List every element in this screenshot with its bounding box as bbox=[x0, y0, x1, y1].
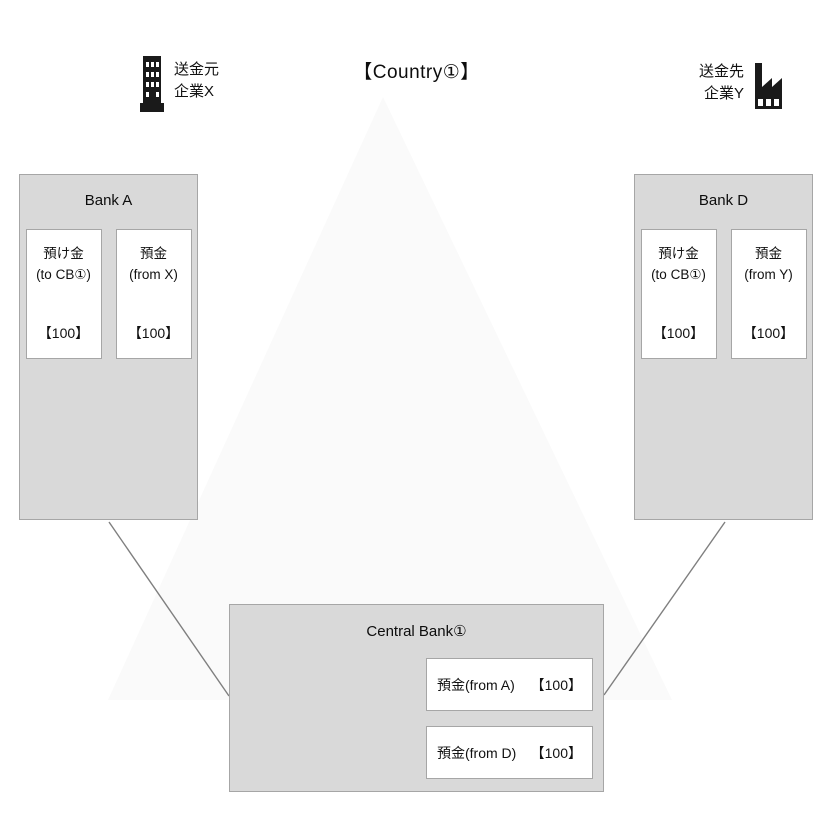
bank-d-cells: 預け金 (to CB①) 【100】 預金 (from Y) 【100】 bbox=[635, 229, 812, 359]
bank-d-cell-deposit-from-y: 預金 (from Y) 【100】 bbox=[730, 229, 807, 359]
central-bank-box: Central Bank① 預金(from A) 【100】 預金(from D… bbox=[229, 604, 604, 792]
sender-company-label: 送金元 企業X bbox=[174, 59, 219, 103]
central-bank-title: Central Bank① bbox=[366, 623, 467, 640]
cell-line1: 預け金 bbox=[43, 246, 84, 261]
cell-line2: (to CB①) bbox=[36, 267, 91, 282]
bank-a-cells: 預け金 (to CB①) 【100】 預金 (from X) 【100】 bbox=[20, 229, 197, 359]
central-bank-row-from-d: 預金(from D) 【100】 bbox=[426, 726, 593, 779]
bank-d-box: Bank D 預け金 (to CB①) 【100】 預金 (from Y) 【1… bbox=[634, 174, 813, 520]
cell-amount: 【100】 bbox=[127, 325, 180, 341]
sender-company: 送金元 企業X bbox=[138, 55, 219, 113]
country-label: 【Country①】 bbox=[353, 62, 480, 83]
cell-amount: 【100】 bbox=[652, 325, 705, 341]
central-bank-row-from-a: 預金(from A) 【100】 bbox=[426, 658, 593, 711]
cell-amount: 【100】 bbox=[742, 325, 795, 341]
bank-a-cell-deposit-to-cb: 預け金 (to CB①) 【100】 bbox=[25, 229, 102, 359]
cell-line2: (from Y) bbox=[744, 267, 793, 282]
bank-a-cell-deposit-from-x: 預金 (from X) 【100】 bbox=[115, 229, 192, 359]
cell-line1: 預け金 bbox=[658, 246, 699, 261]
receiver-company: 送金先 企業Y bbox=[699, 57, 786, 111]
sender-line2: 企業X bbox=[174, 83, 215, 100]
cell-line2: (to CB①) bbox=[651, 267, 706, 282]
cell-line1: 預金 bbox=[140, 246, 167, 261]
bank-a-box: Bank A 預け金 (to CB①) 【100】 預金 (from X) 【1… bbox=[19, 174, 198, 520]
receiver-line1: 送金先 bbox=[699, 63, 745, 80]
building-icon bbox=[140, 56, 164, 112]
sender-line1: 送金元 bbox=[174, 61, 220, 78]
bank-d-title: Bank D bbox=[698, 192, 749, 209]
connector-bank-d-to-central-bank bbox=[603, 521, 726, 696]
connector-bank-a-to-central-bank bbox=[108, 521, 230, 697]
bank-d-cell-deposit-to-cb: 預け金 (to CB①) 【100】 bbox=[640, 229, 717, 359]
row-label: 預金(from D) bbox=[437, 744, 517, 761]
cell-amount: 【100】 bbox=[37, 325, 90, 341]
row-label: 預金(from A) bbox=[437, 676, 515, 693]
factory-icon bbox=[755, 63, 783, 109]
cell-line2: (from X) bbox=[129, 267, 178, 282]
receiver-company-label: 送金先 企業Y bbox=[699, 61, 744, 105]
row-amount: 【100】 bbox=[530, 676, 582, 693]
triangle-watermark bbox=[108, 97, 672, 700]
receiver-line2: 企業Y bbox=[704, 85, 745, 102]
cell-line1: 預金 bbox=[755, 246, 782, 261]
row-amount: 【100】 bbox=[530, 744, 582, 761]
bank-a-title: Bank A bbox=[84, 192, 133, 209]
